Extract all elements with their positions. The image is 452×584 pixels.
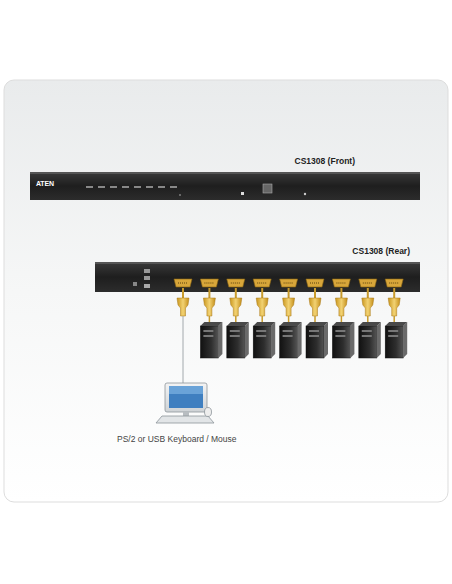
front-panel — [30, 172, 420, 200]
console-caption: PS/2 or USB Keyboard / Mouse — [117, 435, 237, 445]
tower-computers — [200, 322, 407, 358]
brand-logo: ATEN — [36, 180, 54, 188]
vga-cables — [177, 288, 400, 383]
panel-title: CS1308 (Front) — [295, 157, 355, 167]
vga-ports — [174, 279, 403, 287]
panel-title: CS1308 (Rear) — [352, 247, 410, 257]
rear-panel — [95, 262, 420, 292]
console-computer — [156, 383, 214, 423]
card-ground — [4, 80, 448, 502]
